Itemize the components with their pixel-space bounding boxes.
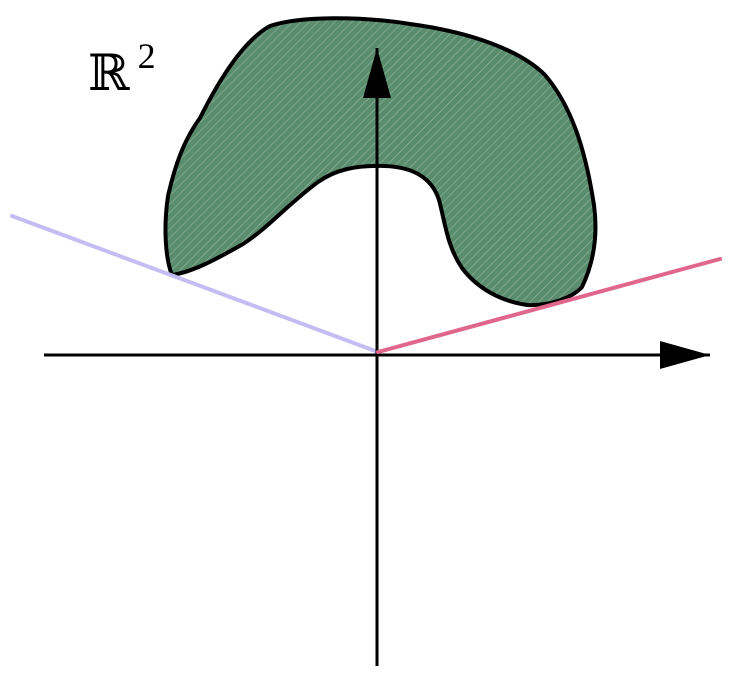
x-axis-arrowhead <box>660 341 710 369</box>
left-supporting-line <box>10 214 380 354</box>
space-symbol: ℝ <box>88 44 130 102</box>
y-axis-arrowhead <box>363 48 391 98</box>
space-exponent: 2 <box>137 36 156 76</box>
right-supporting-line <box>376 257 722 354</box>
curved-region <box>163 16 598 308</box>
